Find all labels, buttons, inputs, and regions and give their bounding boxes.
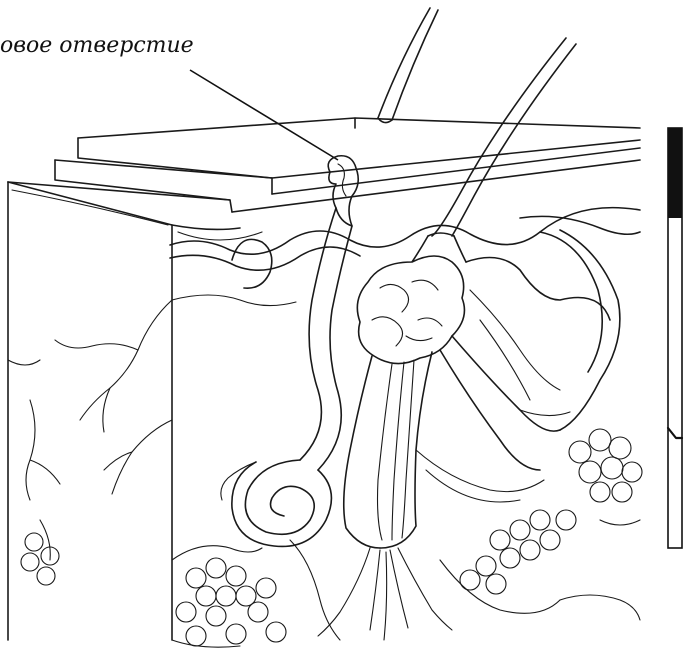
epidermis-layers <box>8 118 640 640</box>
hair-follicle <box>318 233 466 640</box>
blood-vessel-network <box>8 295 296 560</box>
scale-bar <box>668 128 682 548</box>
pore-label: овое отверстие <box>0 33 194 58</box>
sweat-gland <box>221 156 358 547</box>
dermal-papilla <box>232 239 272 288</box>
pore-leader-line <box>190 70 338 160</box>
